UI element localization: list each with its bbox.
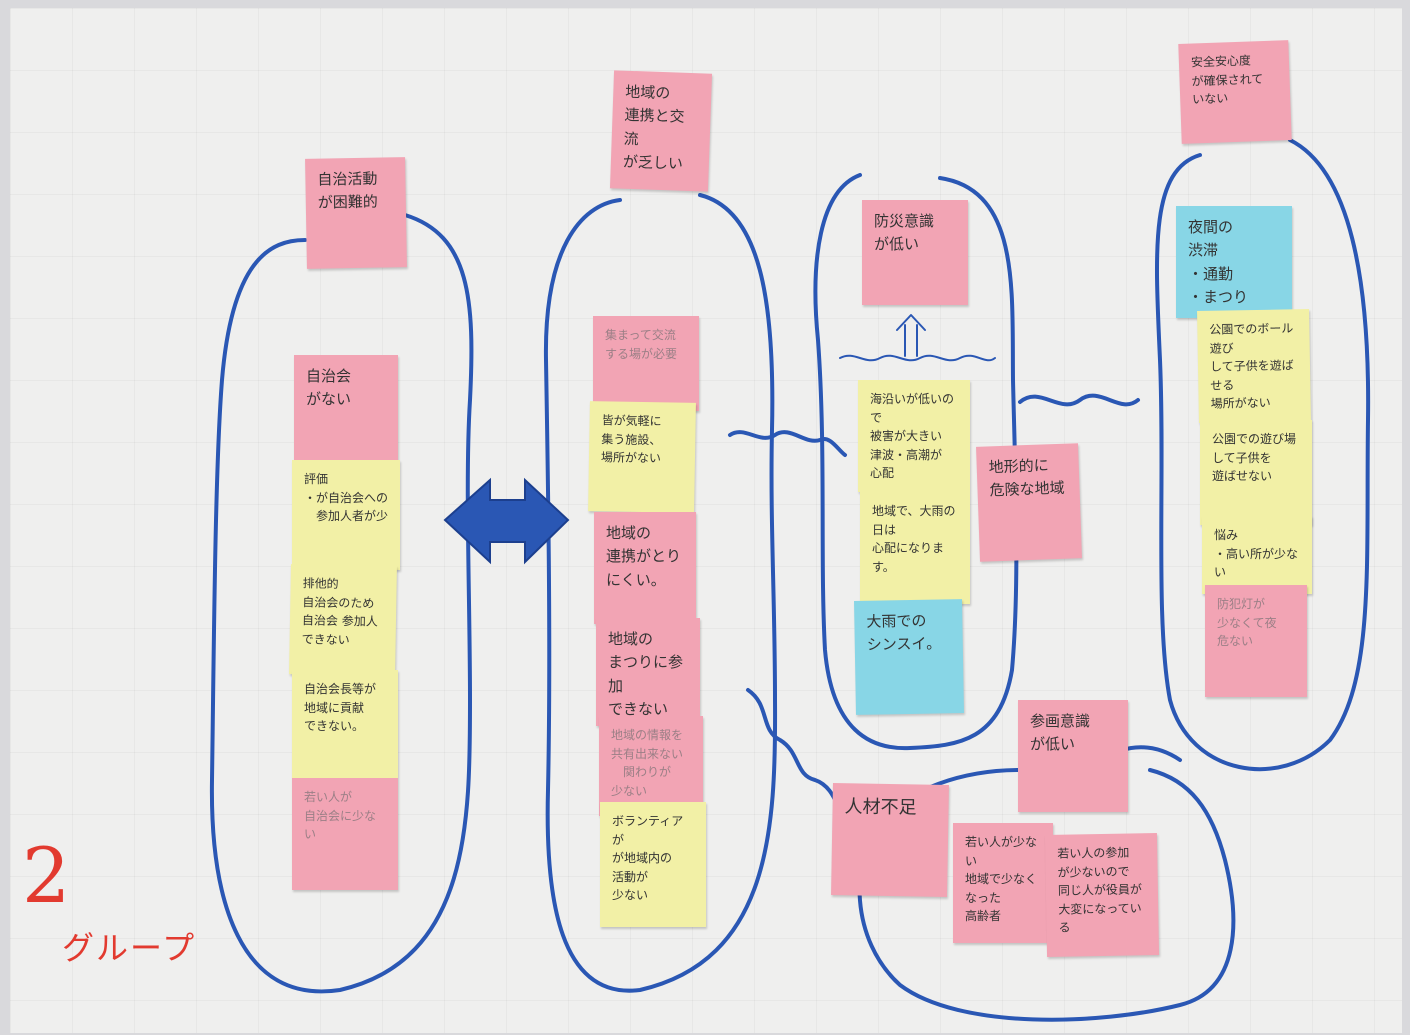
sticky-note-col2-d: 地域の まつりに参加 できない (596, 618, 700, 726)
wave-left (728, 430, 847, 457)
sticky-note-col4-a: 夜間の 渋滞 ・通勤 ・まつり (1176, 206, 1292, 318)
sticky-note-col2-e: 地域の情報を 共有出来ない 関わりが 少ない (599, 716, 703, 816)
sticky-note-col3-c: 大雨での シンスイ。 (854, 599, 964, 715)
sticky-note-col1-c: 排他的 自治会のため 自治会 参加人 できない (289, 564, 397, 676)
sticky-note-col2-b: 皆が気軽に 集う施設、 場所がない (588, 401, 696, 513)
sticky-note-col1-a: 自治会 がない (294, 355, 398, 460)
loop-col1 (209, 213, 474, 994)
loop-col2 (543, 193, 778, 993)
sticky-note-col4-d: 悩み ・高い所が少ない (1202, 516, 1312, 594)
sticky-note-col1-title: 自治活動 が困難的 (305, 157, 407, 269)
group-number: 2 (22, 831, 71, 920)
sticky-note-col1-d: 自治会長等が 地域に貢献 できない。 (292, 670, 398, 778)
wave-right (1018, 393, 1140, 407)
sticky-note-col2-f: ボランティアが が地域内の 活動が 少ない (600, 802, 706, 927)
sticky-note-bottom-a: 人材不足 (831, 782, 949, 898)
water-line (839, 354, 996, 362)
double-arrow (443, 477, 570, 565)
wave-bottom (746, 688, 842, 812)
loop-col3 (813, 173, 1019, 751)
sticky-note-col3-a: 海沿いが低いので 被害が大きい 津波・高潮が 心配 (858, 380, 970, 492)
sticky-note-col4-title: 安全安心度 が確保されて いない (1178, 40, 1292, 144)
up-arrow (896, 314, 926, 357)
sticky-note-col4-c: 公園での遊び場 して子供を 遊ばせない (1200, 420, 1312, 525)
group-word: グループ (62, 929, 197, 967)
sticky-note-bottom-c: 若い人の参加 が少ないので 同じ人が役員が 大変になっている (1044, 833, 1160, 957)
sticky-note-col3-b: 地域で、大雨の日は 心配になります。 (860, 492, 970, 604)
sticky-note-col2-a: 集まって交流 する場が必要 (593, 316, 699, 411)
sticky-note-col2-c: 地域の 連携がとり にくい。 (594, 512, 696, 624)
sticky-note-bottom-b: 若い人が少ない 地域で少なくなった 高齢者 (953, 823, 1053, 943)
sticky-note-col1-e: 若い人が 自治会に少ない (292, 778, 398, 890)
sticky-note-col2-title: 地域の 連携と交流 が乏しい (609, 70, 713, 192)
sticky-note-col1-b: 評価 ・が自治会への 参加人者が少 (292, 460, 400, 570)
sticky-note-col3-title: 防災意識 が低い (862, 200, 968, 305)
sticky-note-col4-b: 公園でのボール遊び して子供を遊ばせる 場所がない (1197, 309, 1311, 423)
sticky-note-col4-e: 防犯灯が 少なくて夜 危ない (1205, 585, 1307, 697)
loop-col4 (1154, 138, 1371, 772)
sticky-note-bottom-title: 参画意識 が低い (1018, 700, 1128, 812)
sticky-note-col3-side: 地形的に 危険な地域 (976, 443, 1082, 562)
